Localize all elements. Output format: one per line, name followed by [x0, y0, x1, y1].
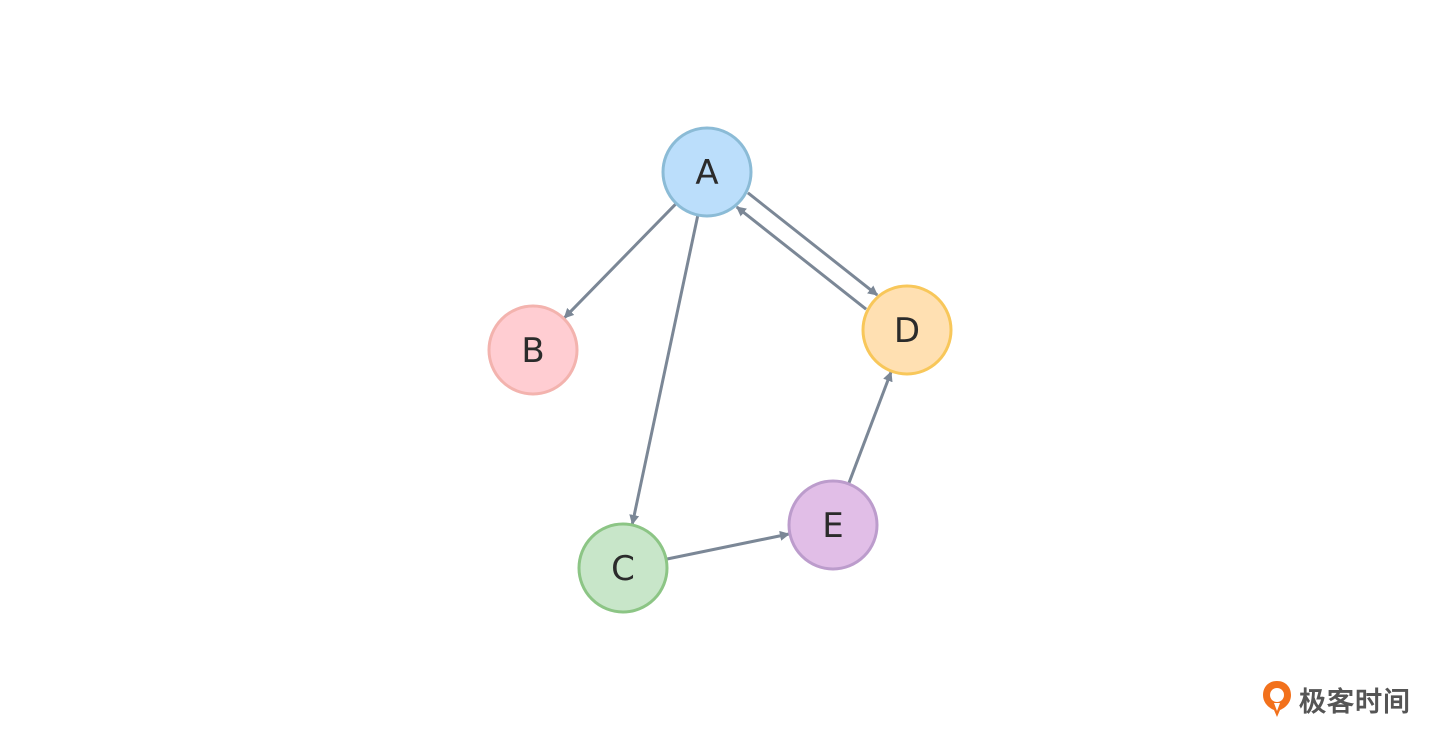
node-e-label: E: [822, 506, 843, 546]
node-d-label: D: [894, 311, 920, 351]
edge-a-to-b: [563, 203, 677, 319]
node-b: B: [487, 304, 579, 396]
edge-a-to-d: [746, 191, 879, 297]
geektime-logo-icon: [1263, 681, 1291, 717]
node-d: D: [861, 284, 953, 376]
node-c: C: [577, 522, 669, 614]
node-b-label: B: [521, 331, 544, 371]
node-d-circle: [861, 284, 953, 376]
nodes: A B C D E: [487, 126, 953, 614]
node-a: A: [661, 126, 753, 218]
edge-e-to-d: [847, 371, 893, 484]
node-e: E: [787, 479, 879, 571]
edge-a-to-c: [629, 215, 700, 525]
node-a-label: A: [695, 153, 718, 193]
node-b-circle: [487, 304, 579, 396]
edge-c-to-e: [666, 530, 790, 561]
node-c-circle: [577, 522, 669, 614]
edges: [563, 191, 893, 561]
edge-d-to-a: [735, 205, 868, 311]
node-e-circle: [787, 479, 879, 571]
node-a-circle: [661, 126, 753, 218]
watermark-text: 极客时间: [1299, 686, 1411, 718]
brand-watermark: 极客时间: [1261, 679, 1411, 719]
node-c-label: C: [611, 549, 635, 589]
